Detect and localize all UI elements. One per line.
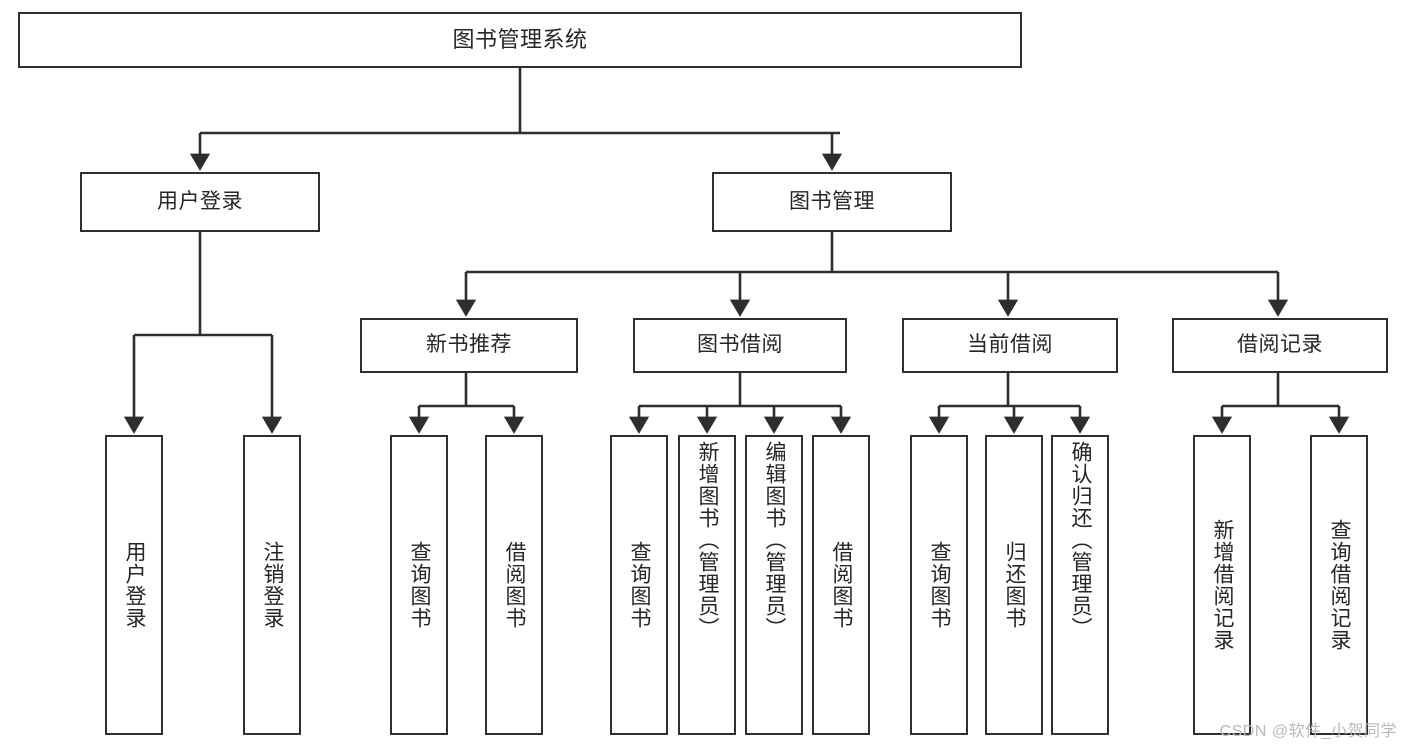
node-leaf-rec-borrow-book[interactable]: 借阅图书 bbox=[485, 435, 543, 735]
node-root-label: 图书管理系统 bbox=[452, 27, 588, 53]
node-leaf-add-record-label: 新增借阅记录 bbox=[1211, 519, 1235, 651]
node-root[interactable]: 图书管理系统 bbox=[18, 12, 1022, 68]
watermark: CSDN @软件_小贺同学 bbox=[1219, 723, 1397, 740]
node-user-login-label: 用户登录 bbox=[157, 189, 243, 213]
node-leaf-confirm-return[interactable]: 确认归还（管理员） bbox=[1051, 435, 1109, 735]
node-current-borrow-label: 当前借阅 bbox=[967, 333, 1053, 357]
node-leaf-query-record-label: 查询借阅记录 bbox=[1328, 519, 1352, 651]
node-leaf-add-book[interactable]: 新增图书（管理员） bbox=[678, 435, 736, 735]
node-new-book-rec-label: 新书推荐 bbox=[426, 333, 512, 357]
node-leaf-borrow-query-book[interactable]: 查询图书 bbox=[610, 435, 668, 735]
node-leaf-return-book-label: 归还图书 bbox=[1003, 541, 1027, 629]
node-book-manage-label: 图书管理 bbox=[789, 189, 875, 213]
node-borrow-record-label: 借阅记录 bbox=[1237, 333, 1323, 357]
node-leaf-borrow-book[interactable]: 借阅图书 bbox=[812, 435, 870, 735]
node-leaf-borrow-query-book-label: 查询图书 bbox=[628, 541, 652, 629]
node-leaf-rec-query-book[interactable]: 查询图书 bbox=[390, 435, 448, 735]
node-book-borrow-label: 图书借阅 bbox=[697, 333, 783, 357]
node-leaf-add-record[interactable]: 新增借阅记录 bbox=[1193, 435, 1251, 735]
node-user-login[interactable]: 用户登录 bbox=[80, 172, 320, 232]
node-leaf-logout-label: 注销登录 bbox=[261, 541, 285, 629]
node-leaf-cur-query-book-label: 查询图书 bbox=[928, 541, 952, 629]
node-leaf-add-book-label: 新增图书（管理员） bbox=[696, 441, 720, 639]
node-leaf-return-book[interactable]: 归还图书 bbox=[985, 435, 1043, 735]
node-book-manage[interactable]: 图书管理 bbox=[712, 172, 952, 232]
node-leaf-edit-book-label: 编辑图书（管理员） bbox=[763, 441, 787, 639]
node-book-borrow[interactable]: 图书借阅 bbox=[633, 318, 847, 373]
node-leaf-cur-query-book[interactable]: 查询图书 bbox=[910, 435, 968, 735]
node-borrow-record[interactable]: 借阅记录 bbox=[1172, 318, 1388, 373]
node-new-book-rec[interactable]: 新书推荐 bbox=[360, 318, 578, 373]
node-current-borrow[interactable]: 当前借阅 bbox=[902, 318, 1118, 373]
node-leaf-confirm-return-label: 确认归还（管理员） bbox=[1069, 441, 1093, 639]
node-leaf-rec-borrow-book-label: 借阅图书 bbox=[503, 541, 527, 629]
node-leaf-edit-book[interactable]: 编辑图书（管理员） bbox=[745, 435, 803, 735]
node-leaf-query-record[interactable]: 查询借阅记录 bbox=[1310, 435, 1368, 735]
node-leaf-borrow-book-label: 借阅图书 bbox=[830, 541, 854, 629]
node-leaf-logout[interactable]: 注销登录 bbox=[243, 435, 301, 735]
node-leaf-user-login-label: 用户登录 bbox=[123, 541, 147, 629]
node-leaf-user-login[interactable]: 用户登录 bbox=[105, 435, 163, 735]
node-leaf-rec-query-book-label: 查询图书 bbox=[408, 541, 432, 629]
